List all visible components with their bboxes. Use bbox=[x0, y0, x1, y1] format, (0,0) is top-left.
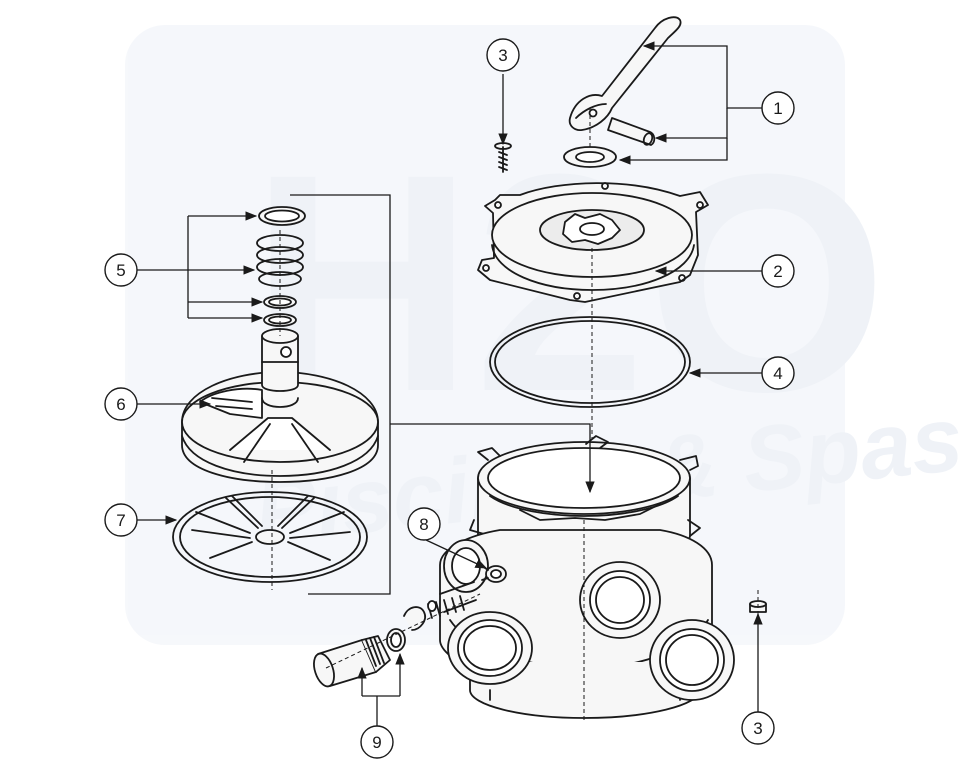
sight-glass-plug bbox=[481, 565, 507, 583]
callout-5: 5 bbox=[104, 253, 138, 287]
callout-4-label: 4 bbox=[773, 364, 782, 383]
callout-2-label: 2 bbox=[773, 262, 782, 281]
callout-7-label: 7 bbox=[116, 511, 125, 530]
body-gasket bbox=[489, 316, 691, 408]
valve-body bbox=[439, 435, 735, 719]
rotor bbox=[181, 328, 379, 483]
callout-9-label: 9 bbox=[372, 733, 381, 752]
callout-badges: 1 2 3 3 4 5 6 7 bbox=[104, 38, 795, 759]
callout-4: 4 bbox=[761, 356, 795, 390]
leader-lines bbox=[136, 41, 763, 726]
callout-3-bottom-label: 3 bbox=[753, 719, 762, 738]
callout-7: 7 bbox=[104, 503, 138, 537]
callout-5-label: 5 bbox=[116, 261, 125, 280]
handle-pin bbox=[607, 117, 656, 146]
callout-1: 1 bbox=[761, 91, 795, 125]
handle-washer bbox=[563, 146, 617, 168]
cover-screw bbox=[494, 142, 512, 173]
callout-3-bottom: 3 bbox=[741, 711, 775, 745]
callout-2: 2 bbox=[761, 254, 795, 288]
valve-cover bbox=[477, 182, 709, 303]
rotor-seal-kit bbox=[256, 206, 306, 327]
center-axes bbox=[271, 108, 759, 720]
callout-9: 9 bbox=[360, 725, 394, 759]
callout-6-label: 6 bbox=[116, 395, 125, 414]
callout-1-label: 1 bbox=[773, 99, 782, 118]
callout-6: 6 bbox=[104, 387, 138, 421]
rotor-gasket bbox=[172, 491, 368, 583]
callout-3-top-label: 3 bbox=[498, 46, 507, 65]
callout-3-top: 3 bbox=[486, 38, 520, 72]
callout-8-label: 8 bbox=[419, 515, 428, 534]
callout-8: 8 bbox=[407, 507, 441, 541]
